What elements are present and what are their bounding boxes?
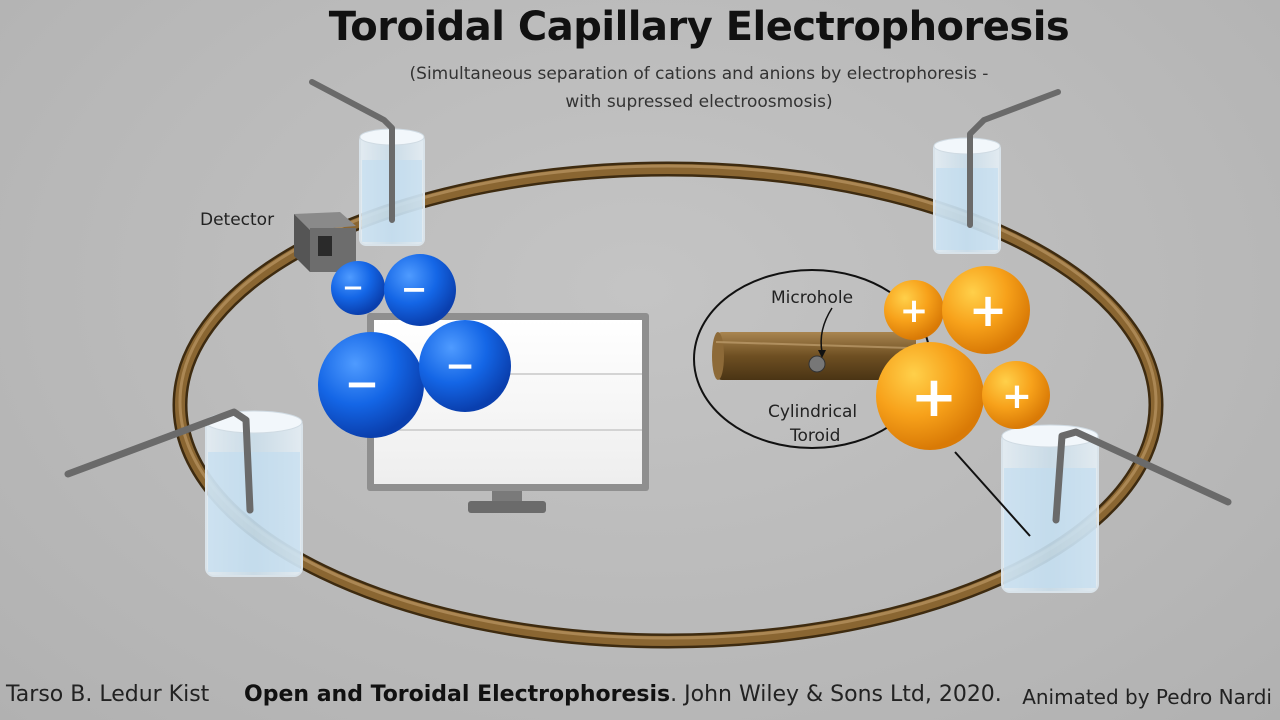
detector-box: [294, 212, 356, 272]
cation: +: [876, 342, 984, 450]
cation: +: [942, 266, 1030, 354]
cation-cluster: + + + +: [876, 266, 1050, 450]
page-subtitle: (Simultaneous separation of cations and …: [0, 60, 1280, 116]
animation-credit: Animated by Pedro Nardi: [1022, 685, 1272, 709]
zoom-inset: Microhole Cylindrical Toroid: [693, 269, 1031, 537]
page-title: Toroidal Capillary Electrophoresis: [328, 4, 1070, 50]
anion: −: [331, 261, 385, 315]
beaker-top-left: [309, 79, 425, 246]
cylindrical-toroid-label-line1: Cylindrical: [768, 402, 857, 422]
svg-text:−: −: [445, 346, 475, 387]
cation: +: [884, 280, 944, 340]
publisher: . John Wiley & Sons Ltd, 2020.: [670, 682, 1002, 707]
svg-text:+: +: [1002, 376, 1032, 417]
author-credit: Tarso B. Ledur Kist: [6, 682, 210, 707]
svg-text:−: −: [401, 270, 428, 308]
anion-cluster: − − − −: [318, 254, 511, 438]
anion: −: [318, 332, 424, 438]
cation: +: [982, 361, 1050, 429]
microhole-pointer: [820, 307, 833, 353]
toroid-ring: [172, 161, 1164, 649]
detector-label: Detector: [200, 210, 275, 230]
book-title: Open and Toroidal Electrophoresis: [244, 682, 671, 707]
svg-text:−: −: [344, 359, 379, 408]
beaker-bottom-right: [1001, 424, 1232, 593]
subtitle-line-2: with supressed electroosmosis): [565, 92, 833, 112]
microhole-marker: [808, 355, 826, 373]
beaker-top-right: [933, 89, 1061, 254]
book-citation: Open and Toroidal Electrophoresis. John …: [244, 682, 1002, 707]
beaker-bottom-left: [64, 408, 303, 577]
svg-text:−: −: [342, 273, 364, 303]
svg-text:+: +: [969, 283, 1008, 337]
microhole-label: Microhole: [771, 288, 853, 308]
anion: −: [419, 320, 511, 412]
anion: −: [384, 254, 456, 326]
svg-text:+: +: [911, 365, 958, 430]
subtitle-line-1: (Simultaneous separation of cations and …: [409, 64, 989, 84]
svg-text:+: +: [900, 291, 929, 331]
cylindrical-toroid-label-line2: Toroid: [789, 426, 840, 446]
